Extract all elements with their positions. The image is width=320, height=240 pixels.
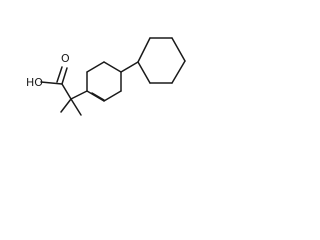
ring-bond-3 [103, 61, 122, 73]
cyclohexene-ring [86, 61, 122, 102]
ring-bond-2 [86, 61, 105, 73]
carboxylic-acid-group: HO O [26, 52, 70, 89]
ring-bond-6 [86, 90, 105, 102]
bond-quaternary-methyl-left [60, 98, 72, 113]
cyclohexyl-bond-3 [171, 37, 186, 62]
bond-carbonyl-double-1 [61, 67, 68, 85]
cyclohexyl-bond-6 [137, 61, 151, 84]
hydroxyl-label: HO [26, 76, 43, 89]
cyclohexyl-substituent [120, 37, 186, 84]
cyclohexyl-bond-4 [171, 60, 186, 84]
ring-double-bond-inner [91, 92, 105, 101]
bond-carbonyl-double-2 [56, 66, 63, 83]
quaternary-center [60, 83, 88, 116]
carbonyl-oxygen-label: O [61, 52, 70, 65]
bond-quaternary-to-carboxyl [61, 83, 72, 100]
bond-quaternary-to-ring [70, 90, 88, 100]
ring-bond-5 [103, 90, 122, 102]
bond-ring-to-cyclohexyl [120, 61, 139, 73]
bond-carbonyl-carbon-hydroxyl-oxygen [40, 81, 63, 85]
bond-quaternary-methyl-right [70, 98, 82, 116]
molecule-structure-diagram: HO O [26, 37, 186, 116]
cyclohexyl-bond-1 [137, 37, 151, 63]
